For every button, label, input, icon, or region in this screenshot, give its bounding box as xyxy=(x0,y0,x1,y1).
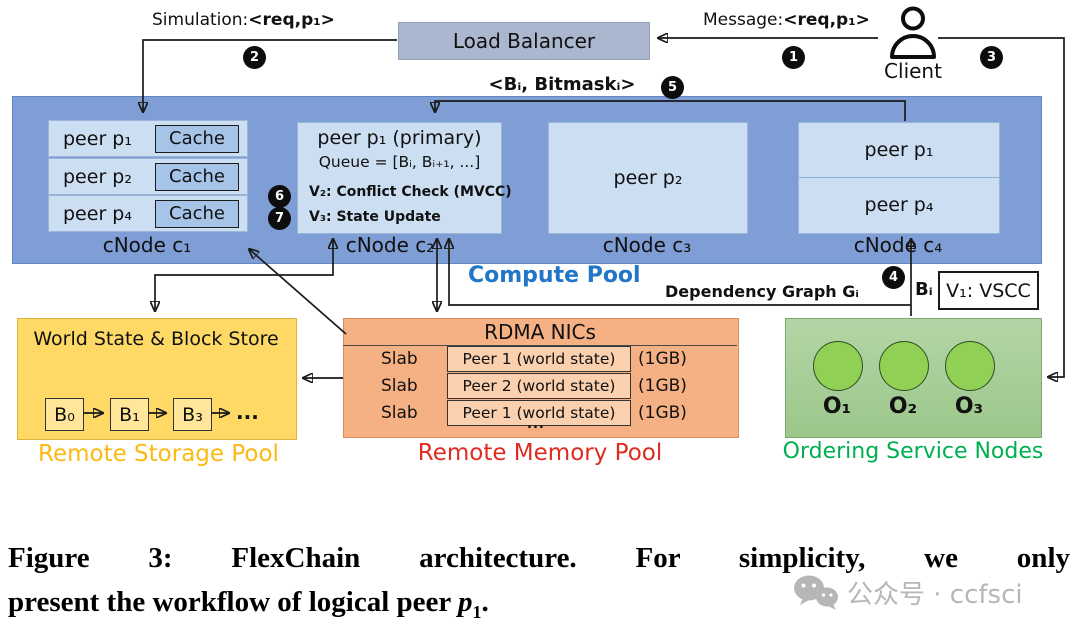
step-1-badge: 1 xyxy=(782,46,805,69)
cache-box: Cache xyxy=(155,124,239,153)
slab-label-3: Slab xyxy=(381,403,418,423)
figure-caption: Figure 3: FlexChain architecture. For si… xyxy=(8,536,1070,634)
slab-size-1: (1GB) xyxy=(638,349,687,369)
step-2-badge: 2 xyxy=(243,46,266,69)
rdma-nics-title: RDMA NICs xyxy=(484,320,596,344)
cnode2-primary-label: peer p₁ (primary) xyxy=(317,127,482,149)
peer-label: peer p₁ xyxy=(63,127,132,150)
ordering-node-circle-3 xyxy=(945,341,995,391)
block-bi-label: Bᵢ xyxy=(915,279,933,300)
slab-box-3: Peer 1 (world state) xyxy=(447,400,631,426)
block-b1: B₁ xyxy=(110,398,149,431)
simulation-request-value: <req,p₁> xyxy=(248,10,335,30)
cnode4-label: cNode c₄ xyxy=(853,233,943,257)
bitmask-broadcast-label: <Bᵢ, Bitmaskᵢ> xyxy=(488,74,636,95)
slab-label-1: Slab xyxy=(381,349,418,369)
cnode1-row-3: peer p₄ Cache xyxy=(48,195,248,232)
load-balancer-box: Load Balancer xyxy=(398,22,650,60)
client-label: Client xyxy=(884,59,942,83)
memory-pool-label: Remote Memory Pool xyxy=(417,440,663,466)
peer-label: peer p₂ xyxy=(63,165,132,188)
cnode2-label: cNode c₂ xyxy=(345,233,435,257)
rdma-divider xyxy=(343,345,737,346)
cnode3-box: peer p₂ xyxy=(548,122,748,234)
step-7-badge: 7 xyxy=(268,207,291,230)
slab-box-2: Peer 2 (world state) xyxy=(447,373,631,399)
cnode2-box: peer p₁ (primary) Queue = [Bᵢ, Bᵢ₊₁, ...… xyxy=(297,122,512,234)
cnode4-peer1: peer p₁ xyxy=(799,123,999,178)
storage-pool-title: World State & Block Store xyxy=(33,328,279,350)
cnode2-state-update: V₃: State Update xyxy=(309,209,441,225)
cnode3-peer: peer p₂ xyxy=(613,167,683,189)
peer-label: peer p₄ xyxy=(63,202,132,225)
message-label: Message:<req,p₁> xyxy=(703,10,870,30)
dependency-graph-label: Dependency Graph Gᵢ xyxy=(665,282,859,301)
block-b0: B₀ xyxy=(45,398,84,431)
watermark-text: 公众号 · ccfsci xyxy=(847,580,1023,610)
compute-pool-label: Compute Pool xyxy=(468,263,641,288)
step-6-badge: 6 xyxy=(268,185,291,208)
cache-box: Cache xyxy=(155,162,239,191)
simulation-label: Simulation:<req,p₁> xyxy=(152,10,335,30)
ordering-node-label-1: O₁ xyxy=(822,394,852,419)
cnode2-conflict-check: V₂: Conflict Check (MVCC) xyxy=(309,184,512,200)
block-chain-ellipsis: ... xyxy=(236,400,259,424)
caption-line-1: Figure 3: FlexChain architecture. For si… xyxy=(8,542,1070,574)
slab-box-1: Peer 1 (world state) xyxy=(447,346,631,372)
caption-peer-symbol: p xyxy=(457,586,473,618)
cnode2-queue: Queue = [Bᵢ, Bᵢ₊₁, ...] xyxy=(318,153,481,171)
slab-label-2: Slab xyxy=(381,376,418,396)
vscc-box: V₁: VSCC xyxy=(938,271,1039,310)
watermark: 公众号 · ccfsci xyxy=(793,574,1023,611)
slab-size-3: (1GB) xyxy=(638,403,687,423)
cnode4-box: peer p₁ peer p₄ xyxy=(798,122,1000,234)
ordering-node-label-2: O₂ xyxy=(888,394,918,419)
ordering-service-label: Ordering Service Nodes xyxy=(782,439,1044,464)
caption-line-2: present the workflow of logical peer p1. xyxy=(8,586,489,622)
cnode1-label: cNode c₁ xyxy=(102,233,192,257)
slab-size-2: (1GB) xyxy=(638,376,687,396)
ordering-node-circle-1 xyxy=(813,341,863,391)
cnode1-row-1: peer p₁ Cache xyxy=(48,120,248,157)
ordering-node-label-3: O₃ xyxy=(954,394,984,419)
cnode3-label: cNode c₃ xyxy=(602,233,692,257)
storage-pool-label: Remote Storage Pool xyxy=(38,441,279,467)
cnode1-row-2: peer p₂ Cache xyxy=(48,158,248,195)
cache-box: Cache xyxy=(155,199,239,228)
step-3-badge: 3 xyxy=(980,46,1003,69)
wechat-icon xyxy=(794,575,838,610)
memory-ellipsis: ... xyxy=(527,417,545,432)
ordering-node-circle-2 xyxy=(879,341,929,391)
step-4-badge: 4 xyxy=(882,266,905,289)
message-request-value: <req,p₁> xyxy=(783,10,870,30)
client-icon xyxy=(890,6,936,59)
step-5-badge: 5 xyxy=(661,76,684,99)
cnode4-peer2: peer p₄ xyxy=(864,194,934,216)
block-b3: B₃ xyxy=(173,398,212,431)
